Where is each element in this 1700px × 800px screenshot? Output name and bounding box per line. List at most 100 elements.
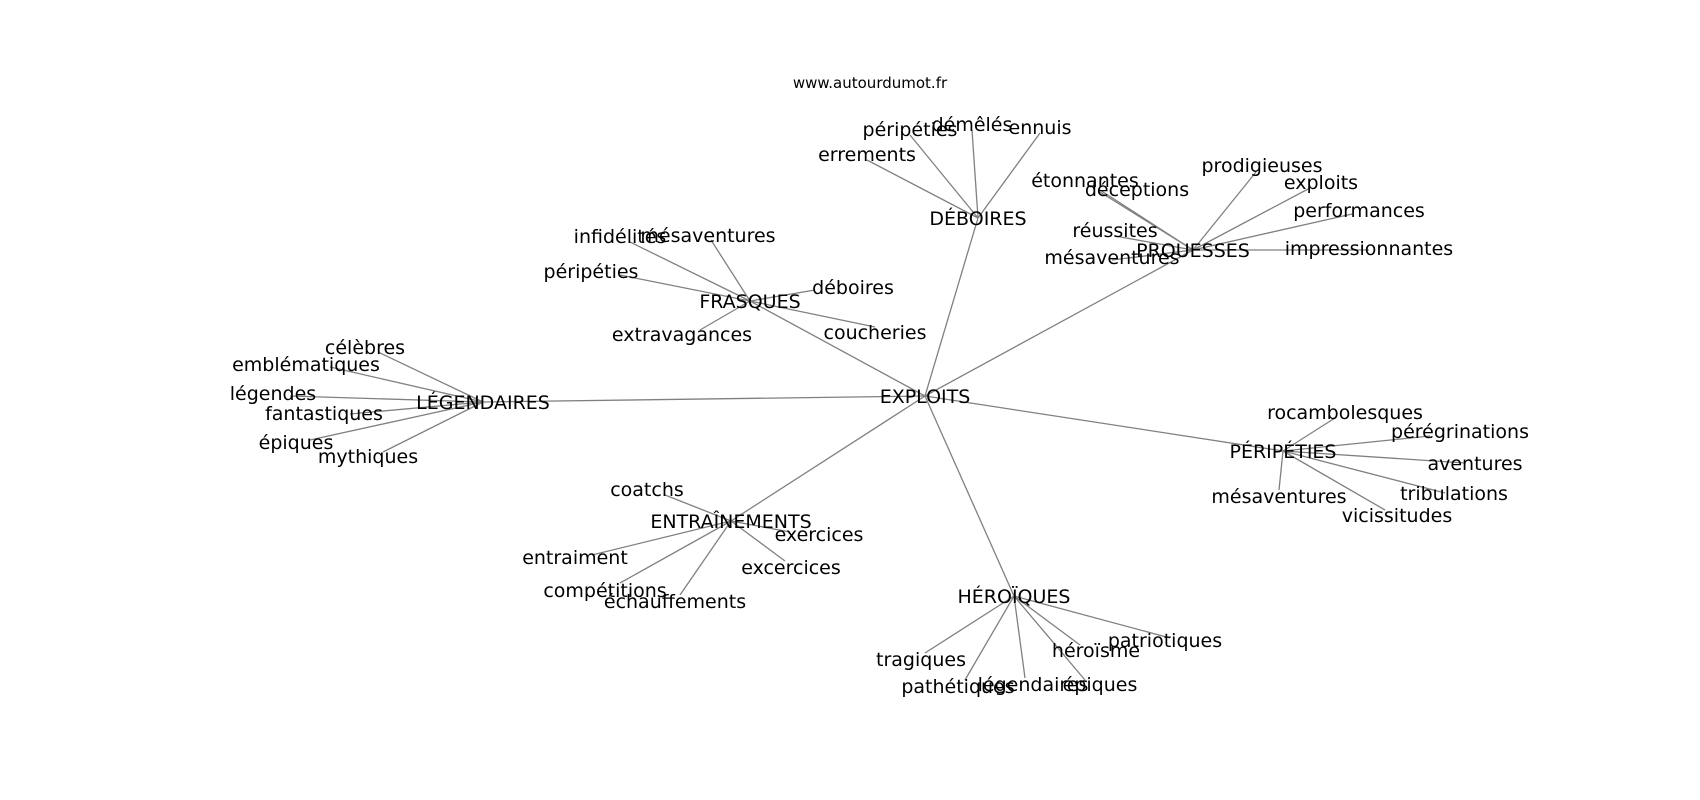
leaf-node-label: coatchs <box>610 479 684 501</box>
edge-hub-leaf <box>1013 595 1171 639</box>
edge-hub-leaf <box>964 595 1015 681</box>
leaf-node-label: mésaventures <box>640 225 775 247</box>
leaf-node-label: ennuis <box>1009 117 1072 139</box>
leaf-node-label: pathétiques <box>901 676 1014 698</box>
root-node-label: EXPLOITS <box>880 386 971 408</box>
leaf-node-label: tragiques <box>876 649 966 671</box>
leaf-node-label: légendaires <box>978 674 1089 696</box>
leaf-node-label: emblématiques <box>232 354 380 376</box>
edge-hub-leaf <box>619 274 751 302</box>
edge-hub-leaf <box>679 520 732 596</box>
edge-hub-leaf <box>382 401 484 453</box>
edge-hub-leaf <box>1282 417 1336 452</box>
edge-hub-leaf <box>1192 187 1311 251</box>
hub-node-label: DÉBOIRES <box>929 207 1026 230</box>
edge-hub-leaf <box>629 241 751 302</box>
edge-hub-leaf <box>1278 450 1284 491</box>
graph-labels: www.autourdumot.fr péripétiesdémêlésennu… <box>230 74 1529 698</box>
leaf-node-label: aventures <box>1427 453 1522 475</box>
edge-hub-leaf <box>1114 235 1194 251</box>
leaf-node-label: étonnantes <box>1031 170 1139 192</box>
leaf-node-label: exploits <box>1284 172 1358 194</box>
leaf-node-label: tribulations <box>1400 483 1508 505</box>
edge-root-hub <box>482 395 926 403</box>
edge-hub-leaf <box>289 395 484 403</box>
edge-hub-leaf <box>1192 213 1353 251</box>
edge-hub-leaf <box>710 239 751 302</box>
edge-hub-leaf <box>1282 450 1386 511</box>
edge-root-hub <box>749 300 926 397</box>
edge-hub-leaf <box>349 401 484 415</box>
leaf-node-label: patriotiques <box>1108 630 1222 652</box>
leaf-node-label: vicissitudes <box>1342 505 1452 527</box>
edge-hub-leaf <box>591 520 732 556</box>
edge-hub-leaf <box>619 520 732 584</box>
edge-hub-leaf <box>1192 171 1257 251</box>
leaf-node-label: réussites <box>1072 220 1157 242</box>
edge-hub-leaf <box>1282 450 1446 494</box>
hub-node-label: PROUESSES <box>1136 240 1250 262</box>
edge-hub-leaf <box>1013 595 1081 646</box>
leaf-node-label: légendes <box>230 383 316 405</box>
leaf-node-label: infidélités <box>574 226 667 248</box>
hub-node-label: ENTRAÎNEMENTS <box>650 510 811 533</box>
leaf-node-label: performances <box>1293 200 1425 222</box>
hub-node-label: LÉGENDAIRES <box>416 391 550 414</box>
leaf-node-label: entraiment <box>522 547 628 569</box>
edge-hub-leaf <box>749 289 816 302</box>
leaf-node-label: déboires <box>812 277 894 299</box>
edge-root-hub <box>924 395 1015 597</box>
leaf-node-label: mythiques <box>318 446 418 468</box>
edge-hub-leaf <box>971 129 979 219</box>
edge-hub-leaf <box>730 520 791 533</box>
edge-hub-leaf <box>1013 595 1086 681</box>
edge-hub-leaf <box>329 366 484 403</box>
leaf-node-label: mésaventures <box>1044 247 1179 269</box>
leaf-node-label: excercices <box>741 557 841 579</box>
leaf-node-label: mésaventures <box>1211 486 1346 508</box>
leaf-node-label: déceptions <box>1085 179 1189 201</box>
leaf-node-label: fantastiques <box>265 403 383 425</box>
edge-hub-leaf <box>699 300 751 331</box>
edge-hub-leaf <box>664 494 732 522</box>
leaf-node-label: péripéties <box>863 119 958 141</box>
edge-hub-leaf <box>377 351 484 403</box>
leaf-node-label: errements <box>818 144 916 166</box>
edge-hub-leaf <box>730 520 786 562</box>
leaf-node-label: prodigieuses <box>1202 155 1323 177</box>
edge-hub-leaf <box>1111 249 1194 261</box>
source-url: www.autourdumot.fr <box>793 74 948 92</box>
leaf-node-label: pérégrinations <box>1391 421 1529 443</box>
leaf-node-label: péripéties <box>544 261 639 283</box>
edge-hub-leaf <box>1013 595 1026 679</box>
hub-node-label: HÉROÏQUES <box>958 585 1071 608</box>
leaf-node-label: démêlés <box>932 114 1013 136</box>
leaf-node-label: épiques <box>1063 674 1138 696</box>
edge-hub-leaf <box>1282 450 1466 464</box>
leaf-node-label: épiques <box>259 432 334 454</box>
edge-hub-leaf <box>977 132 1041 219</box>
edge-hub-leaf <box>1282 435 1431 452</box>
edge-hub-leaf <box>309 401 484 441</box>
edge-root-hub <box>924 249 1194 397</box>
edge-root-hub <box>730 395 926 522</box>
leaf-node-label: extravagances <box>612 324 752 346</box>
edge-root-hub <box>924 395 1284 452</box>
hub-node-label: PÉRIPÉTIES <box>1229 440 1336 463</box>
leaf-node-label: compétitions <box>543 580 666 602</box>
leaf-node-label: célèbres <box>325 337 405 359</box>
leaf-node-label: coucheries <box>824 322 927 344</box>
edge-hub-leaf <box>909 134 979 219</box>
edge-hub-leaf <box>924 595 1015 654</box>
graph-edges <box>289 129 1466 681</box>
hub-node-label: FRASQUES <box>699 291 800 313</box>
edge-hub-leaf <box>866 159 979 219</box>
leaf-node-label: exercices <box>775 524 864 546</box>
edge-hub-leaf <box>749 300 876 328</box>
leaf-node-label: échauffements <box>604 591 746 613</box>
leaf-node-label: impressionnantes <box>1285 238 1453 260</box>
edge-hub-leaf <box>1099 191 1194 251</box>
leaf-node-label: rocambolesques <box>1267 402 1423 424</box>
leaf-node-label: héroïsme <box>1052 640 1140 662</box>
